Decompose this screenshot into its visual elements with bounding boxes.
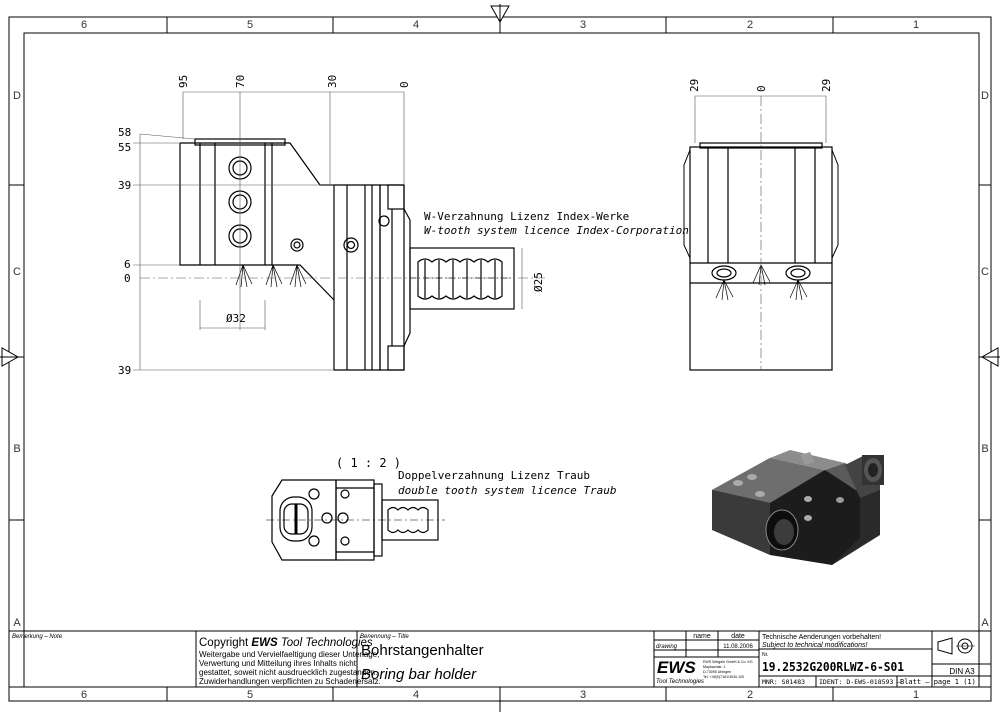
- serrated-shank: [417, 258, 503, 300]
- dim-70: 70: [234, 75, 247, 88]
- grid-column-label: 4: [413, 689, 419, 701]
- title-english: Boring bar holder: [361, 666, 477, 683]
- dim-95: 95: [177, 75, 190, 88]
- title-block: [8, 630, 992, 688]
- dim-58: 58: [118, 126, 131, 139]
- detail-scale: ( 1 : 2 ): [336, 456, 401, 470]
- title-german: Bohrstangenhalter: [361, 642, 484, 659]
- date-header: date: [731, 633, 745, 640]
- dim-dia-32: Ø32: [226, 312, 246, 325]
- copyright-line: gestattet, soweit nicht ausdruecklich zu…: [199, 668, 377, 677]
- w-tooth-label-en: W-tooth system licence Index-Corporation: [424, 224, 689, 237]
- grid-row-label: A: [13, 617, 21, 629]
- paper-format: DIN A3: [949, 667, 975, 676]
- traub-label-en: double tooth system licence Traub: [398, 484, 617, 497]
- name-header: name: [693, 633, 711, 640]
- company-line: Maybachstr. 1: [703, 665, 725, 669]
- mnr-number: MNR: S01483: [762, 678, 805, 686]
- drawing-label: drawing: [656, 644, 678, 650]
- part-number: 19.2532G200RLWZ-6-S01: [762, 660, 904, 674]
- dim-39-top: 39: [118, 179, 131, 192]
- grid-column-label: 6: [81, 19, 87, 31]
- grid-column-label: 5: [247, 19, 253, 31]
- nr-label: Nr.: [762, 652, 768, 658]
- dim-0-left: 0: [124, 272, 131, 285]
- projection-cone-icon: [937, 637, 953, 655]
- copyright-line: Weitergabe und Vervielfaeltigung dieser …: [199, 650, 379, 659]
- copyright-line: Verwertung und Mitteilung ihres Inhalts …: [199, 659, 357, 668]
- centering-marks: [0, 4, 1000, 712]
- drawing-date: 11.08.2006: [723, 644, 753, 650]
- side-dimension-lines: [694, 95, 827, 370]
- traub-label-de: Doppelverzahnung Lizenz Traub: [398, 469, 590, 482]
- copyright-title: Copyright EWS Tool Technologies: [199, 637, 373, 649]
- title-label: Benennung – Title: [360, 634, 409, 640]
- ident-number: IDENT: D-EWS-018593 –: [819, 678, 901, 686]
- drawing-frame: [8, 16, 992, 702]
- change-note-de: Technische Aenderungen vorbehalten!: [762, 634, 881, 641]
- dim-39-bottom: 39: [118, 364, 131, 377]
- ews-logo: EWS: [657, 658, 696, 677]
- grid-column-label: 3: [580, 689, 586, 701]
- grid-column-label: 2: [747, 689, 753, 701]
- sheet-page: Blatt – page 1 (1): [900, 678, 976, 686]
- grid-column-label: 2: [747, 19, 753, 31]
- dim-0: 0: [398, 81, 411, 88]
- grid-row-label: B: [981, 443, 988, 455]
- side-dim-29-right: 29: [820, 79, 833, 92]
- company-line: Tel. +49(0)7161/3040-100: [703, 675, 744, 679]
- grid-row-label: C: [981, 266, 989, 278]
- front-body-outline: [179, 142, 381, 371]
- grid-column-label: 1: [913, 689, 919, 701]
- front-view: [179, 138, 515, 371]
- grid-column-label: 1: [913, 19, 919, 31]
- side-dim-29-left: 29: [688, 79, 701, 92]
- isometric-render: [712, 450, 884, 565]
- grid-column-label: 4: [413, 19, 419, 31]
- dim-55: 55: [118, 141, 131, 154]
- remark-label: Bemerkung – Note: [12, 634, 63, 640]
- company-line: EWS Weigele GmbH & Co. KG: [703, 660, 753, 664]
- grid-column-label: 3: [580, 19, 586, 31]
- grid-column-label: 5: [247, 689, 253, 701]
- w-tooth-label-de: W-Verzahnung Lizenz Index-Werke: [424, 210, 629, 223]
- grid-column-label: 6: [81, 689, 87, 701]
- grid-row-label: B: [13, 443, 20, 455]
- company-line: D-73095 Uhingen: [703, 670, 731, 674]
- dim-dia-25: Ø25: [532, 272, 545, 292]
- detail-view: [266, 479, 445, 561]
- grid-row-label: D: [13, 90, 21, 102]
- front-dimension-lines: [133, 91, 545, 371]
- dim-30: 30: [326, 75, 339, 88]
- change-note-en: Subject to technical modifications!: [762, 642, 867, 649]
- ews-logo-sub: Tool Technologies: [656, 679, 704, 685]
- grid-row-label: A: [981, 617, 989, 629]
- dim-6: 6: [124, 258, 131, 271]
- copyright-line: Zuwiderhandlungen verpflichten zu Schade…: [199, 677, 381, 686]
- side-dim-0: 0: [755, 85, 768, 92]
- grid-row-label: C: [13, 266, 21, 278]
- grid-row-label: D: [981, 90, 989, 102]
